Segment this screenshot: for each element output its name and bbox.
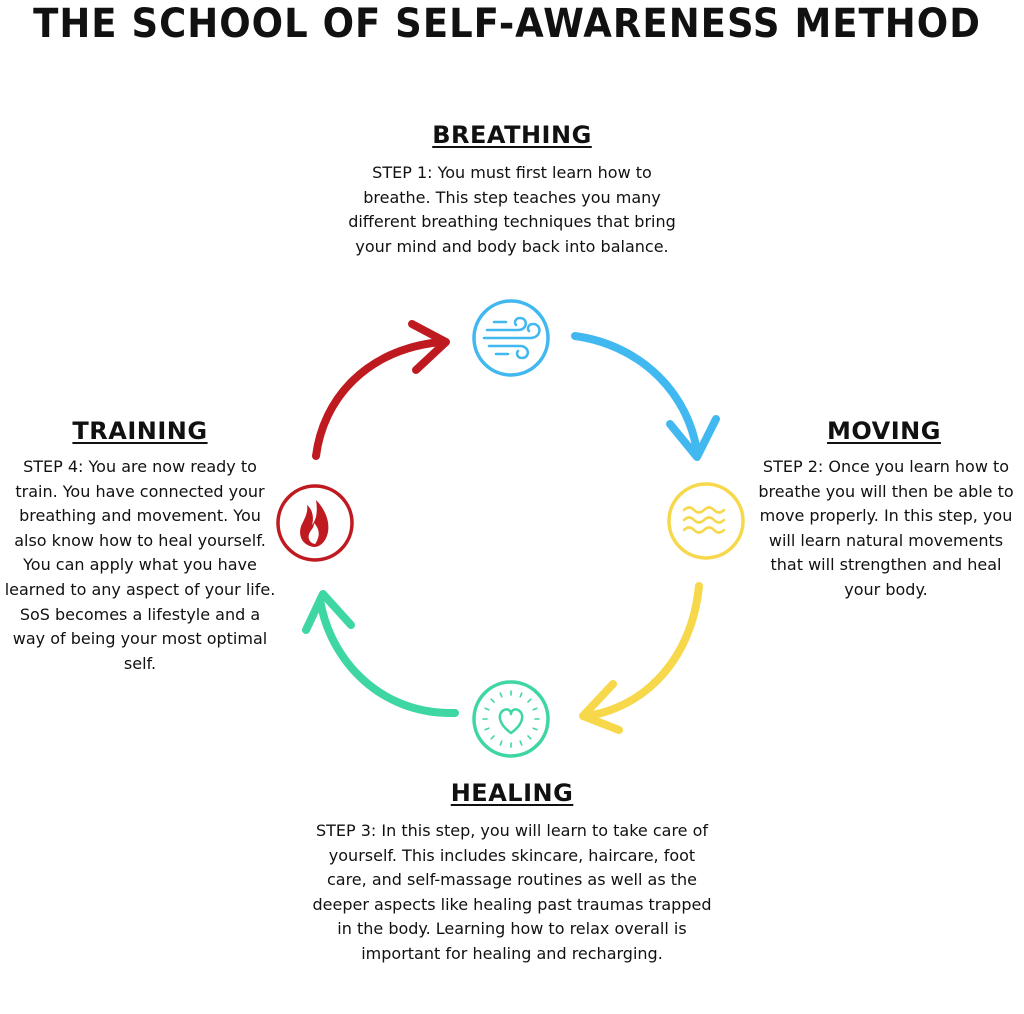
sparkle-ring-icon [482,690,540,748]
heart-icon [498,708,524,735]
sparkle-tick [484,707,490,711]
sparkle-tick [532,707,538,711]
arrow-moving-to-healing [579,582,703,734]
sparkle-tick [519,692,523,698]
sparkle-tick [527,698,532,703]
moving-description: STEP 2: Once you learn how to breathe yo… [758,457,1014,599]
sparkle-tick [490,698,495,703]
sparkle-tick [499,740,503,746]
training-node [276,484,354,562]
sparkle-tick [519,740,523,746]
breathing-heading: BREATHING [432,121,592,149]
sparkle-tick [490,735,495,740]
waves-icon [682,506,726,534]
sparkle-tick [532,727,538,731]
arrow-healing-to-training [302,590,459,718]
arrow-breathing-to-moving [571,332,720,461]
sparkle-tick [484,727,490,731]
arrow-shaft [584,582,703,720]
breathing-description: STEP 1: You must first learn how to brea… [348,163,676,256]
healing-description: STEP 3: In this step, you will learn to … [312,821,712,963]
healing-heading: HEALING [450,779,574,807]
healing-node [472,680,550,758]
flame-icon [300,500,329,547]
moving-node [667,482,745,560]
page-title: THE SCHOOL OF SELF-AWARENESS METHOD [33,0,981,47]
breathing-node [472,299,550,377]
arrow-training-to-breathing [312,320,450,460]
arrow-head [666,415,720,461]
arrow-head [408,320,450,374]
arrow-shaft [571,332,701,456]
wind-icon [482,316,541,360]
arrow-head [302,590,355,634]
arrow-shaft [312,338,444,460]
arrow-shaft [316,596,459,718]
training-description: STEP 4: You are now ready to train. You … [4,457,276,673]
sparkle-tick [499,692,503,698]
training-heading: TRAINING [72,417,208,445]
sparkle-tick [527,735,532,740]
arrow-head [579,680,623,734]
moving-heading: MOVING [827,417,941,445]
